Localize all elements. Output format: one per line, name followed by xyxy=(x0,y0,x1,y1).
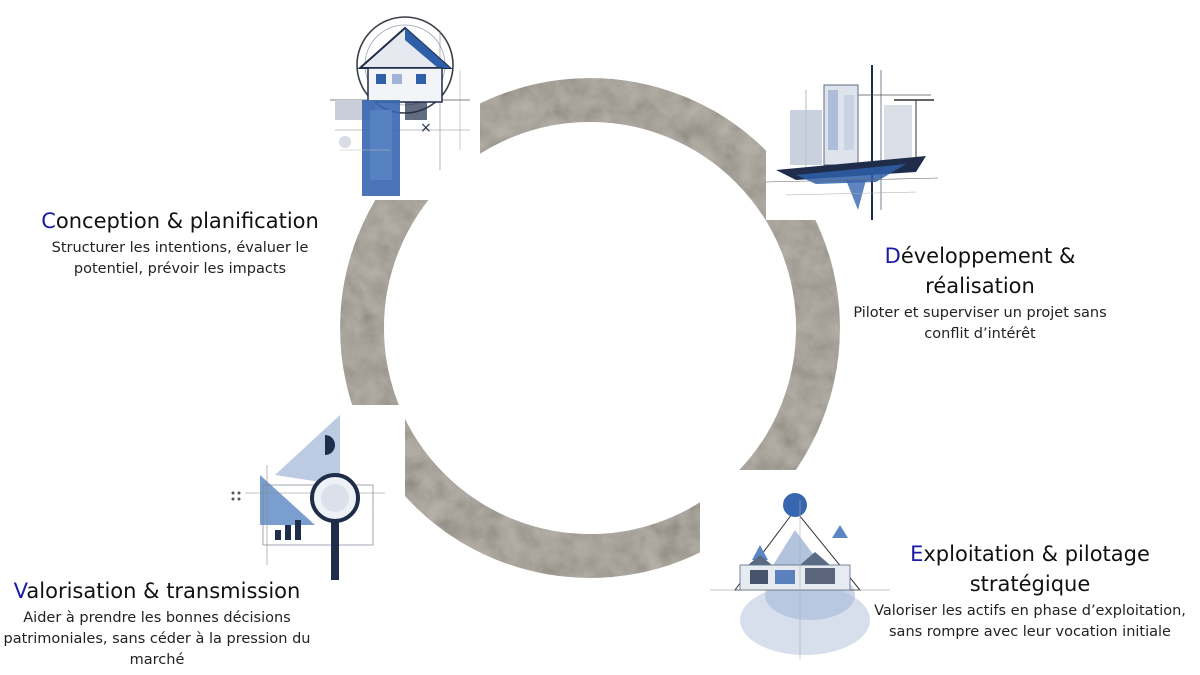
stage-initial: E xyxy=(910,542,924,566)
stage-title-text: éveloppement & réalisation xyxy=(900,244,1076,298)
stage-description: Structurer les intentions, évaluer le po… xyxy=(51,240,309,277)
triangle-houses-icon xyxy=(700,470,900,665)
stage-description: Valoriser les actifs en phase d’exploita… xyxy=(874,603,1186,640)
stage-title: Valorisation & transmission xyxy=(0,576,314,606)
stage-description: Aider à prendre les bonnes décisions pat… xyxy=(3,610,311,668)
stage-title-text: alorisation & transmission xyxy=(26,579,301,603)
stage-title: Conception & planification xyxy=(30,206,330,236)
construction-building-icon xyxy=(766,60,938,220)
stage-title-text: onception & planification xyxy=(55,209,319,233)
stage-initial: C xyxy=(41,209,56,233)
stage-initial: V xyxy=(13,579,27,603)
stage-title-text: xploitation & pilotage stratégique xyxy=(923,542,1150,596)
house-blueprint-icon: × xyxy=(320,10,480,200)
stage-description: Piloter et superviser un projet sans con… xyxy=(853,305,1107,342)
stage-conception: Conception & planification Structurer le… xyxy=(30,206,330,280)
stage-title: Exploitation & pilotage stratégique xyxy=(860,539,1200,599)
magnifier-analysis-icon xyxy=(205,405,405,585)
svg-text:×: × xyxy=(420,120,432,136)
stage-valorisation: Valorisation & transmission Aider à pren… xyxy=(0,576,314,671)
stage-developpement: Développement & réalisation Piloter et s… xyxy=(830,241,1130,345)
stage-initial: D xyxy=(884,244,901,268)
stage-title: Développement & réalisation xyxy=(830,241,1130,301)
stage-exploitation: Exploitation & pilotage stratégique Valo… xyxy=(860,539,1200,643)
